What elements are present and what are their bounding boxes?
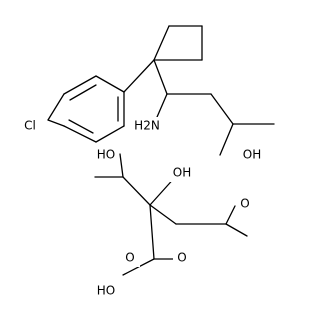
bond	[153, 25, 170, 61]
bond	[68, 119, 94, 134]
hydroxyl-carboxyl-lower-label: HO	[97, 284, 115, 298]
bond	[219, 123, 234, 156]
bond	[95, 75, 125, 93]
atom-mask	[120, 249, 140, 267]
hydroxyl-carboxyl-left-label: HO	[97, 148, 115, 162]
bond	[47, 93, 65, 121]
bond	[149, 204, 155, 260]
carbonyl-oxygen-right-label: O	[240, 197, 249, 211]
hydroxyl-center-label: OH	[173, 166, 191, 180]
bond	[123, 59, 155, 93]
chemical-structure-diagram: Cl H2N OH HO OH O O O HO	[18, 25, 275, 300]
bond	[47, 119, 65, 127]
bond	[210, 93, 234, 125]
bond	[63, 75, 97, 95]
bond	[225, 205, 236, 225]
atom-label-group: Cl H2N OH HO OH O O O HO	[18, 117, 268, 300]
hydroxyl-upper-right-label: OH	[243, 148, 261, 162]
atom-mask	[170, 164, 194, 182]
atom-mask	[236, 146, 268, 164]
carbonyl-oxygen-left-label: O	[125, 251, 134, 265]
bond	[225, 223, 248, 237]
amine-label: H2N	[134, 119, 160, 133]
atom-mask	[173, 249, 191, 267]
bond	[153, 59, 168, 95]
carbonyl-oxygen-lower-label: O	[177, 251, 186, 265]
bond	[69, 84, 97, 101]
atom-mask	[95, 282, 117, 300]
atom-mask	[18, 117, 42, 135]
bond	[122, 176, 151, 206]
bond	[149, 204, 177, 225]
atom-mask	[95, 146, 117, 164]
bond	[95, 125, 125, 143]
bond-group	[47, 25, 275, 276]
chlorine-label: Cl	[24, 119, 36, 133]
atom-mask	[133, 117, 161, 135]
bond	[63, 125, 97, 143]
bond	[119, 153, 124, 178]
atom-mask	[236, 195, 254, 213]
